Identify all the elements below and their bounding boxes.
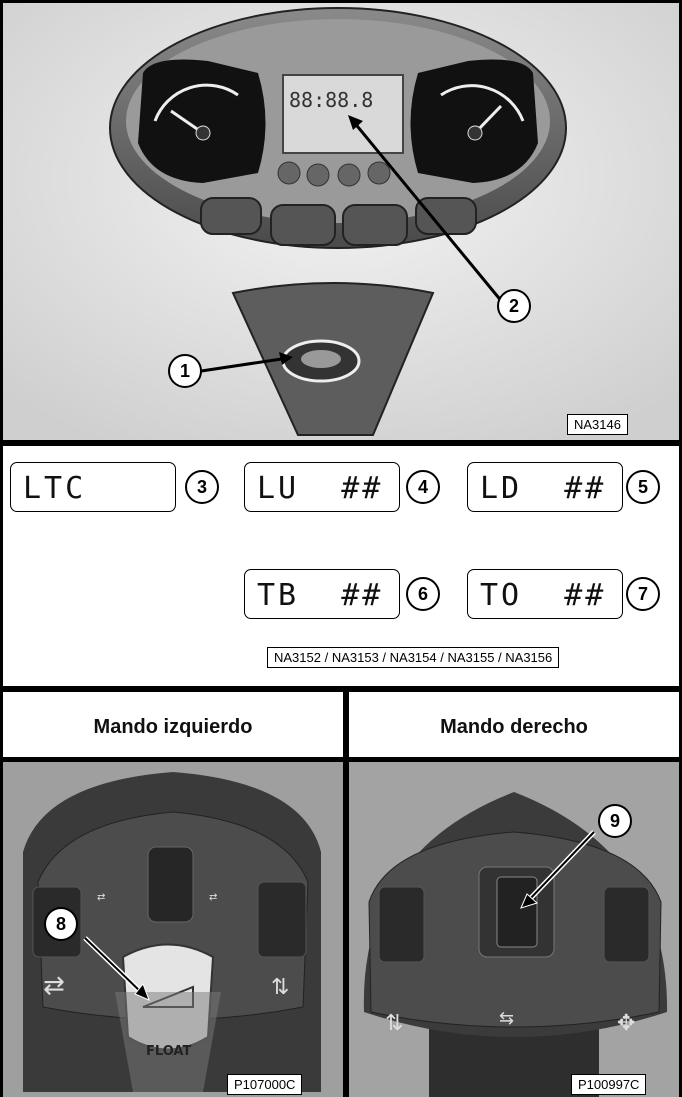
display-code-text: LTC — [23, 471, 87, 506]
display-code-ld: LD ## — [467, 462, 623, 512]
column-divider — [343, 692, 349, 1097]
divider — [0, 440, 682, 446]
instrument-cluster-illustration: 88:88.8 — [3, 3, 679, 440]
svg-text:⇆: ⇆ — [499, 1008, 514, 1029]
left-joystick-photo: ⇄ ⇄ ⇄ ⇅ FLOAT 8 P107000C — [3, 762, 343, 1097]
divider — [0, 757, 682, 762]
right-control-title: Mando derecho — [349, 697, 679, 757]
svg-text:⇄: ⇄ — [209, 892, 217, 903]
callout-2: 2 — [497, 289, 531, 323]
callout-6: 6 — [406, 577, 440, 611]
figure-code-left: P107000C — [227, 1074, 303, 1095]
display-code-lu: LU ## — [244, 462, 400, 512]
svg-text:88:88.8: 88:88.8 — [289, 88, 373, 112]
figure-codes-middle: NA3152 / NA3153 / NA3154 / NA3155 / NA31… — [267, 647, 560, 668]
right-joystick-illustration: ⇅ ⇆ ✥ — [349, 762, 679, 1097]
callout-1: 1 — [168, 354, 202, 388]
display-code-to: TO ## — [467, 569, 623, 619]
display-code-text: LU ## — [257, 471, 384, 506]
svg-text:⇅: ⇅ — [271, 975, 289, 1000]
callout-3: 3 — [185, 470, 219, 504]
callout-7: 7 — [626, 577, 660, 611]
callout-4: 4 — [406, 470, 440, 504]
display-code-tb: TB ## — [244, 569, 400, 619]
svg-text:⇅: ⇅ — [385, 1011, 403, 1036]
svg-text:⇄: ⇄ — [43, 971, 65, 1001]
figure-code-right: P100997C — [571, 1074, 647, 1095]
instrument-cluster-photo: 88:88.8 — [3, 3, 679, 440]
float-label: FLOAT — [146, 1044, 191, 1059]
display-code-text: TO ## — [480, 578, 607, 613]
display-code-text: LD ## — [480, 471, 607, 506]
figure-code-top: NA3146 — [567, 414, 628, 435]
divider — [0, 686, 682, 692]
callout-8: 8 — [44, 907, 78, 941]
left-joystick-illustration: ⇄ ⇄ ⇄ ⇅ FLOAT — [3, 762, 343, 1097]
right-joystick-photo: ⇅ ⇆ ✥ 9 P100997C — [349, 762, 679, 1097]
left-control-title: Mando izquierdo — [3, 697, 343, 757]
display-code-ltc: LTC — [10, 462, 176, 512]
svg-text:⇄: ⇄ — [97, 892, 105, 903]
display-code-text: TB ## — [257, 578, 384, 613]
callout-9: 9 — [598, 804, 632, 838]
callout-5: 5 — [626, 470, 660, 504]
svg-text:✥: ✥ — [617, 1011, 635, 1036]
